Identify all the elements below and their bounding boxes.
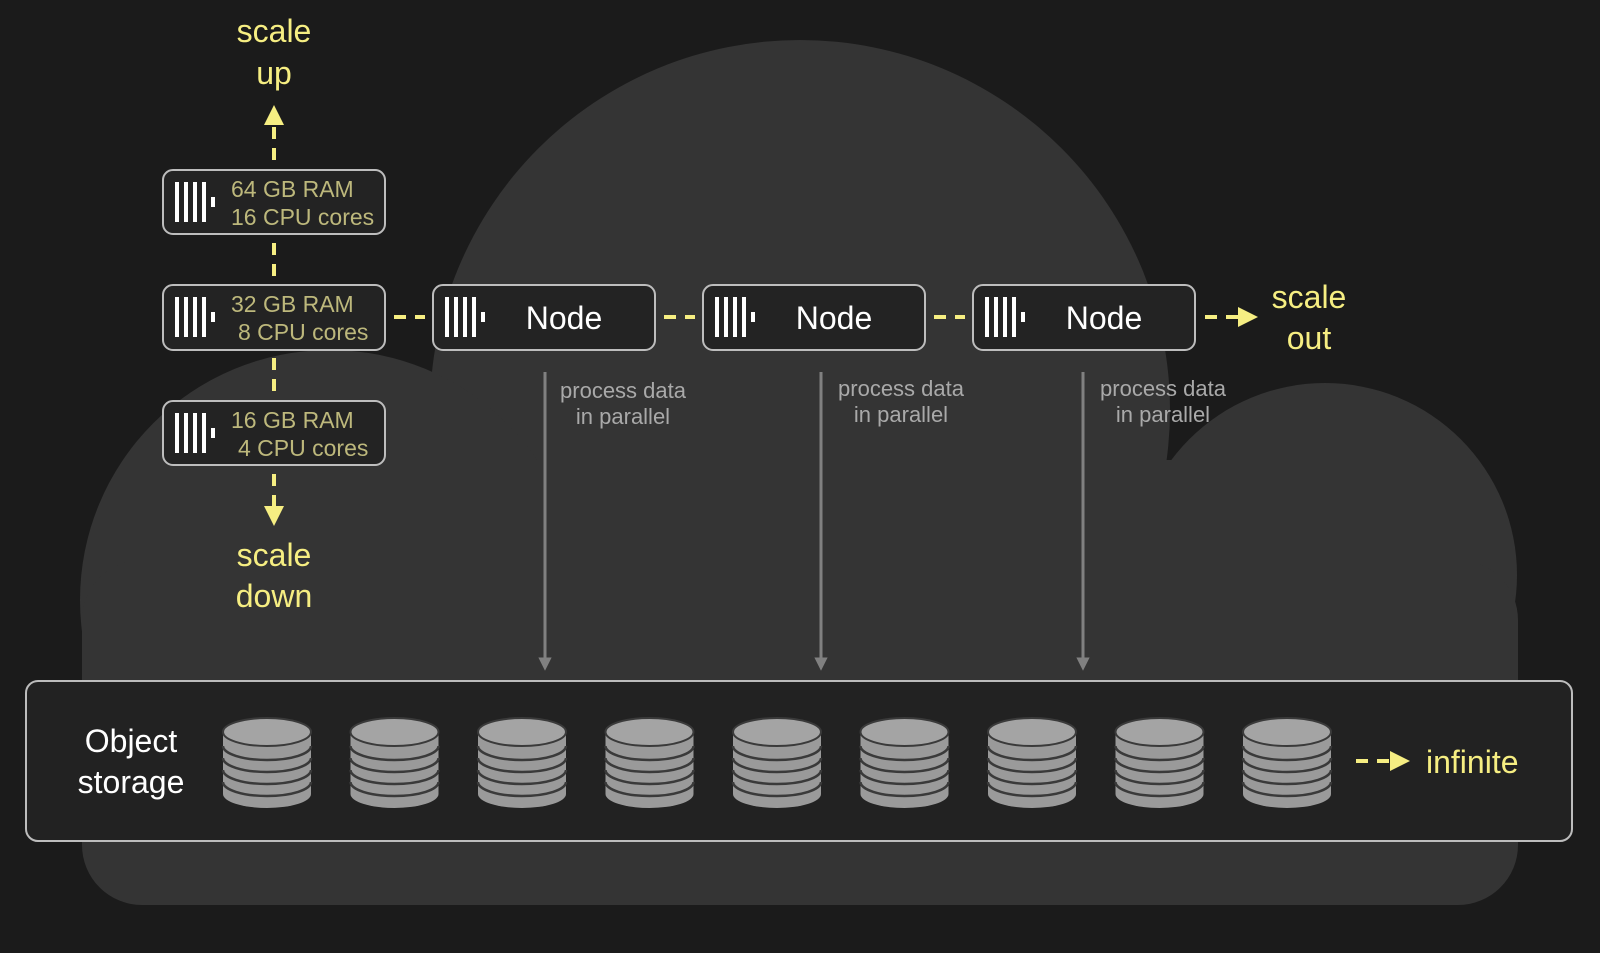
database-stack-icon xyxy=(476,716,568,810)
process-note-line2: in parallel xyxy=(1116,402,1210,427)
object-storage-panel: Object storage infinite xyxy=(25,680,1573,842)
database-stack-icon xyxy=(859,716,950,810)
object-storage-title-line2: storage xyxy=(78,764,185,800)
database-stack-icon xyxy=(1241,716,1333,810)
disk-row xyxy=(221,716,1333,810)
database-stack-icon xyxy=(349,716,440,810)
ram-label: 64 GB RAM xyxy=(231,176,354,202)
scale-out-label-line1: scale xyxy=(1272,279,1347,315)
infinite-label: infinite xyxy=(1426,744,1519,780)
spec-node-16gb: 16 GB RAM 4 CPU cores xyxy=(162,400,386,466)
process-note-line1: process data xyxy=(838,376,965,401)
ram-label: 32 GB RAM xyxy=(231,291,354,317)
process-note-line1: process data xyxy=(1100,376,1227,401)
database-stack-icon xyxy=(731,716,823,810)
cpu-label: 8 CPU cores xyxy=(238,319,368,345)
spec-node-32gb: 32 GB RAM 8 CPU cores xyxy=(162,284,386,351)
node-box: Node xyxy=(972,284,1196,351)
node-label: Node xyxy=(526,300,603,336)
scale-down-label-line2: down xyxy=(236,578,313,614)
process-note-line2: in parallel xyxy=(854,402,948,427)
database-stack-icon xyxy=(221,716,313,810)
node-label: Node xyxy=(796,300,873,336)
process-note-line1: process data xyxy=(560,378,687,403)
process-note-line2: in parallel xyxy=(576,404,670,429)
node-box: Node xyxy=(702,284,926,351)
node-label: Node xyxy=(1066,300,1143,336)
scale-down-label-line1: scale xyxy=(237,537,312,573)
scale-up-label-line2: up xyxy=(256,55,292,91)
database-stack-icon xyxy=(986,716,1078,810)
database-stack-icon xyxy=(1114,716,1205,810)
cpu-label: 4 CPU cores xyxy=(238,435,368,461)
database-stack-icon xyxy=(604,716,695,810)
scale-up-label-line1: scale xyxy=(237,13,312,49)
cpu-label: 16 CPU cores xyxy=(231,204,374,230)
node-box: Node xyxy=(432,284,656,351)
spec-node-64gb: 64 GB RAM 16 CPU cores xyxy=(162,169,386,235)
object-storage-title-line1: Object xyxy=(85,723,178,759)
scale-out-label-line2: out xyxy=(1287,320,1332,356)
ram-label: 16 GB RAM xyxy=(231,407,354,433)
